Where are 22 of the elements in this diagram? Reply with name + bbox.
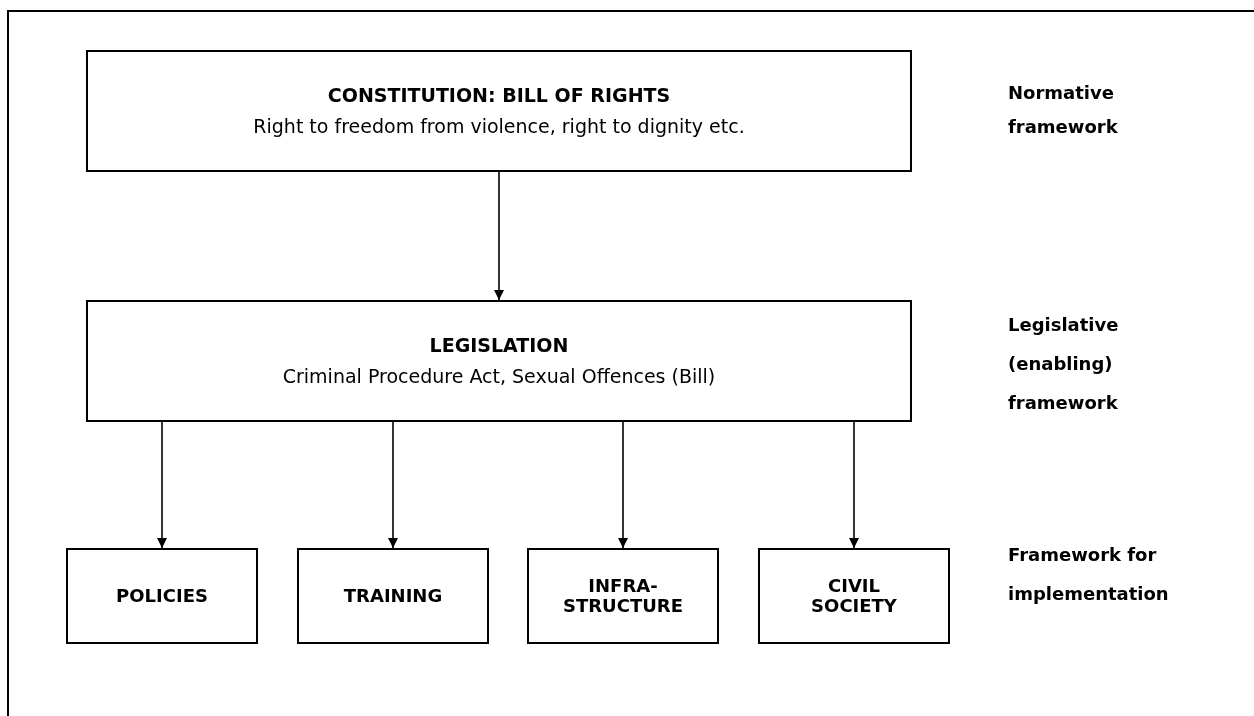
box-description: Criminal Procedure Act, Sexual Offences (Bill) [282, 364, 716, 389]
box-heading: INFRA- STRUCTURE [563, 576, 683, 616]
framework-box [86, 300, 912, 422]
box-description: Right to freedom from violence, right to dignity etc. [253, 114, 745, 139]
box-heading: LEGISLATION [429, 333, 569, 358]
category-box [527, 548, 719, 644]
category-box [297, 548, 489, 644]
level-label: Normative framework [1008, 81, 1118, 139]
arrow [388, 421, 398, 549]
level-label: Legislative (enabling) framework [1008, 313, 1119, 415]
box-heading: CIVIL SOCIETY [811, 576, 897, 616]
arrow [618, 421, 628, 549]
framework-box [86, 50, 912, 172]
box-heading: POLICIES [116, 586, 208, 606]
arrow [849, 421, 859, 549]
box-heading: TRAINING [343, 586, 443, 606]
box-heading: CONSTITUTION: BILL OF RIGHTS [327, 83, 671, 108]
category-box [758, 548, 950, 644]
category-box [66, 548, 258, 644]
arrow [157, 421, 167, 549]
arrow [494, 171, 504, 301]
level-label: Framework for implementation [1008, 543, 1169, 606]
